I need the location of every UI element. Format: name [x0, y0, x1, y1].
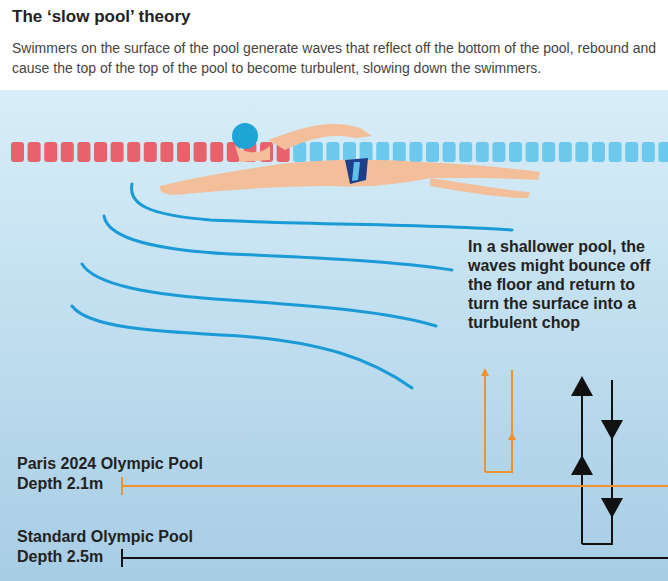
- callout-note: In a shallower pool, the waves might bou…: [468, 237, 660, 332]
- rope-float: [476, 142, 489, 162]
- rope-float: [61, 142, 74, 162]
- rope-float: [542, 142, 555, 162]
- rope-float: [575, 142, 588, 162]
- swimmer: [160, 123, 540, 198]
- depth-value: Depth 2.1m: [17, 475, 103, 493]
- rope-float: [658, 142, 668, 162]
- rope-float: [111, 142, 124, 162]
- rope-float: [44, 142, 57, 162]
- lane-rope: [11, 142, 668, 162]
- shallow-reflection-arrows: [485, 370, 512, 472]
- rope-float: [409, 142, 422, 162]
- rope-float: [625, 142, 638, 162]
- depth-lines: [122, 477, 668, 567]
- rope-float: [642, 142, 655, 162]
- rope-float: [127, 142, 140, 162]
- rope-float: [77, 142, 90, 162]
- rope-float: [28, 142, 41, 162]
- chart-title: The ‘slow pool’ theory: [12, 7, 191, 27]
- rope-float: [492, 142, 505, 162]
- rope-float: [94, 142, 107, 162]
- rope-float: [592, 142, 605, 162]
- rope-float: [459, 142, 472, 162]
- rope-float: [559, 142, 572, 162]
- rope-float: [343, 142, 356, 162]
- rope-float: [160, 142, 173, 162]
- chart-caption: Swimmers on the surface of the pool gene…: [12, 38, 658, 78]
- rope-float: [393, 142, 406, 162]
- rope-float: [526, 142, 539, 162]
- rope-float: [426, 142, 439, 162]
- rope-float: [509, 142, 522, 162]
- water: [0, 90, 668, 581]
- waves: [72, 184, 512, 388]
- rope-float: [144, 142, 157, 162]
- rope-float: [11, 142, 24, 162]
- depth-label: Standard Olympic Pool: [17, 528, 193, 546]
- rope-float: [376, 142, 389, 162]
- standard-reflection-arrows: [571, 376, 623, 544]
- rope-float: [310, 142, 323, 162]
- rope-float: [177, 142, 190, 162]
- rope-float: [609, 142, 622, 162]
- rope-float: [326, 142, 339, 162]
- rope-float: [443, 142, 456, 162]
- rope-float: [210, 142, 223, 162]
- depth-label: Paris 2024 Olympic Pool: [17, 455, 203, 473]
- depth-value: Depth 2.5m: [17, 548, 103, 566]
- rope-float: [194, 142, 207, 162]
